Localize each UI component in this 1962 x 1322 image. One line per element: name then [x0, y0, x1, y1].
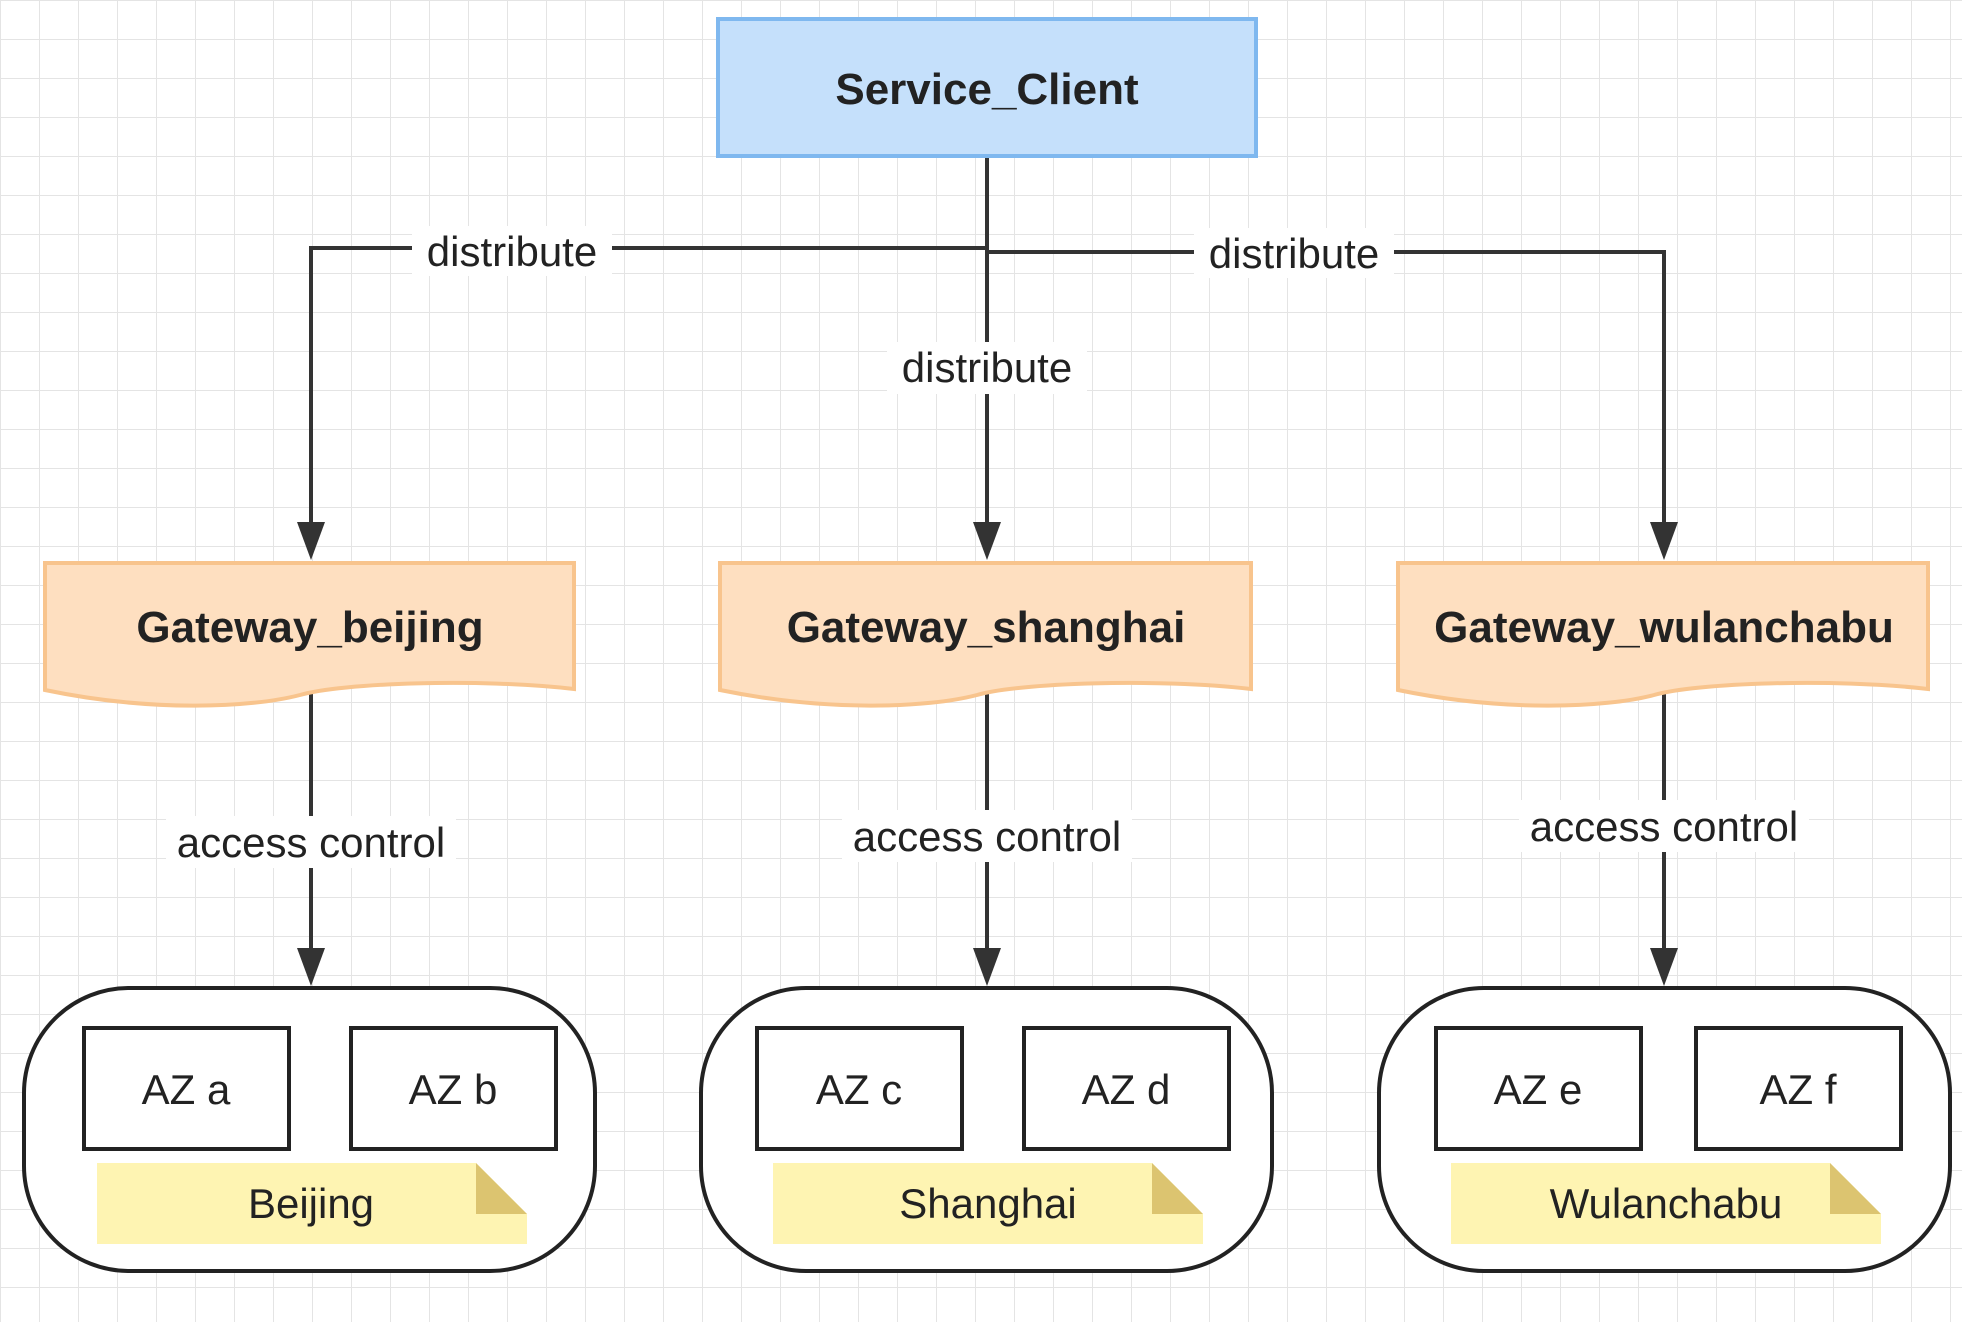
az-box[interactable] — [1694, 1026, 1903, 1151]
edge-client-beijing — [309, 246, 987, 525]
edge-label-distribute-center: distribute — [902, 344, 1072, 391]
note-fold-icon — [476, 1163, 527, 1214]
az-label: AZ d — [1082, 1066, 1171, 1113]
az-box[interactable] — [755, 1026, 964, 1151]
arrowhead-icon — [1650, 522, 1678, 560]
service-client-label: Service_Client — [835, 65, 1139, 114]
edge-label-access-shanghai: access control — [853, 813, 1121, 860]
region-beijing[interactable]: AZ a AZ b Beijing — [22, 986, 597, 1273]
az-label: AZ b — [409, 1066, 498, 1113]
note-shape — [773, 1163, 1203, 1244]
note-shape — [97, 1163, 527, 1244]
arrowhead-icon — [1650, 948, 1678, 986]
az-label: AZ e — [1494, 1066, 1583, 1113]
service-client-node[interactable]: Service_Client — [716, 17, 1258, 158]
arrowhead-icon — [297, 522, 325, 560]
az-box[interactable] — [349, 1026, 558, 1151]
az-label: AZ c — [816, 1066, 902, 1113]
az-box[interactable] — [1434, 1026, 1643, 1151]
gateway-beijing-node[interactable]: Gateway_beijing — [43, 561, 576, 708]
note-shape — [1451, 1163, 1881, 1244]
edge-label-distribute-right: distribute — [1209, 230, 1379, 277]
az-box[interactable] — [1022, 1026, 1231, 1151]
az-label: AZ a — [142, 1066, 231, 1113]
arrowheads — [297, 522, 1678, 986]
az-label: AZ f — [1759, 1066, 1836, 1113]
region-name: Wulanchabu — [1550, 1180, 1783, 1227]
region-wulanchabu[interactable]: AZ e AZ f Wulanchabu — [1377, 986, 1952, 1273]
note-fold-icon — [1152, 1163, 1203, 1214]
arrowhead-icon — [973, 522, 1001, 560]
edge-label-access-wulanchabu: access control — [1530, 803, 1798, 850]
edge-label-access-beijing: access control — [177, 819, 445, 866]
note-fold-icon — [1830, 1163, 1881, 1214]
gateway-label: Gateway_wulanchabu — [1434, 603, 1894, 652]
az-box[interactable] — [82, 1026, 291, 1151]
gateway-label: Gateway_beijing — [136, 603, 483, 652]
arrowhead-icon — [297, 948, 325, 986]
edge-labels: distribute distribute distribute access … — [166, 226, 1809, 868]
region-name: Beijing — [248, 1180, 374, 1227]
region-shanghai[interactable]: AZ c AZ d Shanghai — [699, 986, 1274, 1273]
edge-label-distribute-left: distribute — [427, 228, 597, 275]
arrowhead-icon — [973, 948, 1001, 986]
gateway-wulanchabu-node[interactable]: Gateway_wulanchabu — [1396, 561, 1930, 708]
gateway-shanghai-node[interactable]: Gateway_shanghai — [718, 561, 1253, 708]
region-name: Shanghai — [899, 1180, 1077, 1227]
gateway-label: Gateway_shanghai — [787, 603, 1186, 652]
